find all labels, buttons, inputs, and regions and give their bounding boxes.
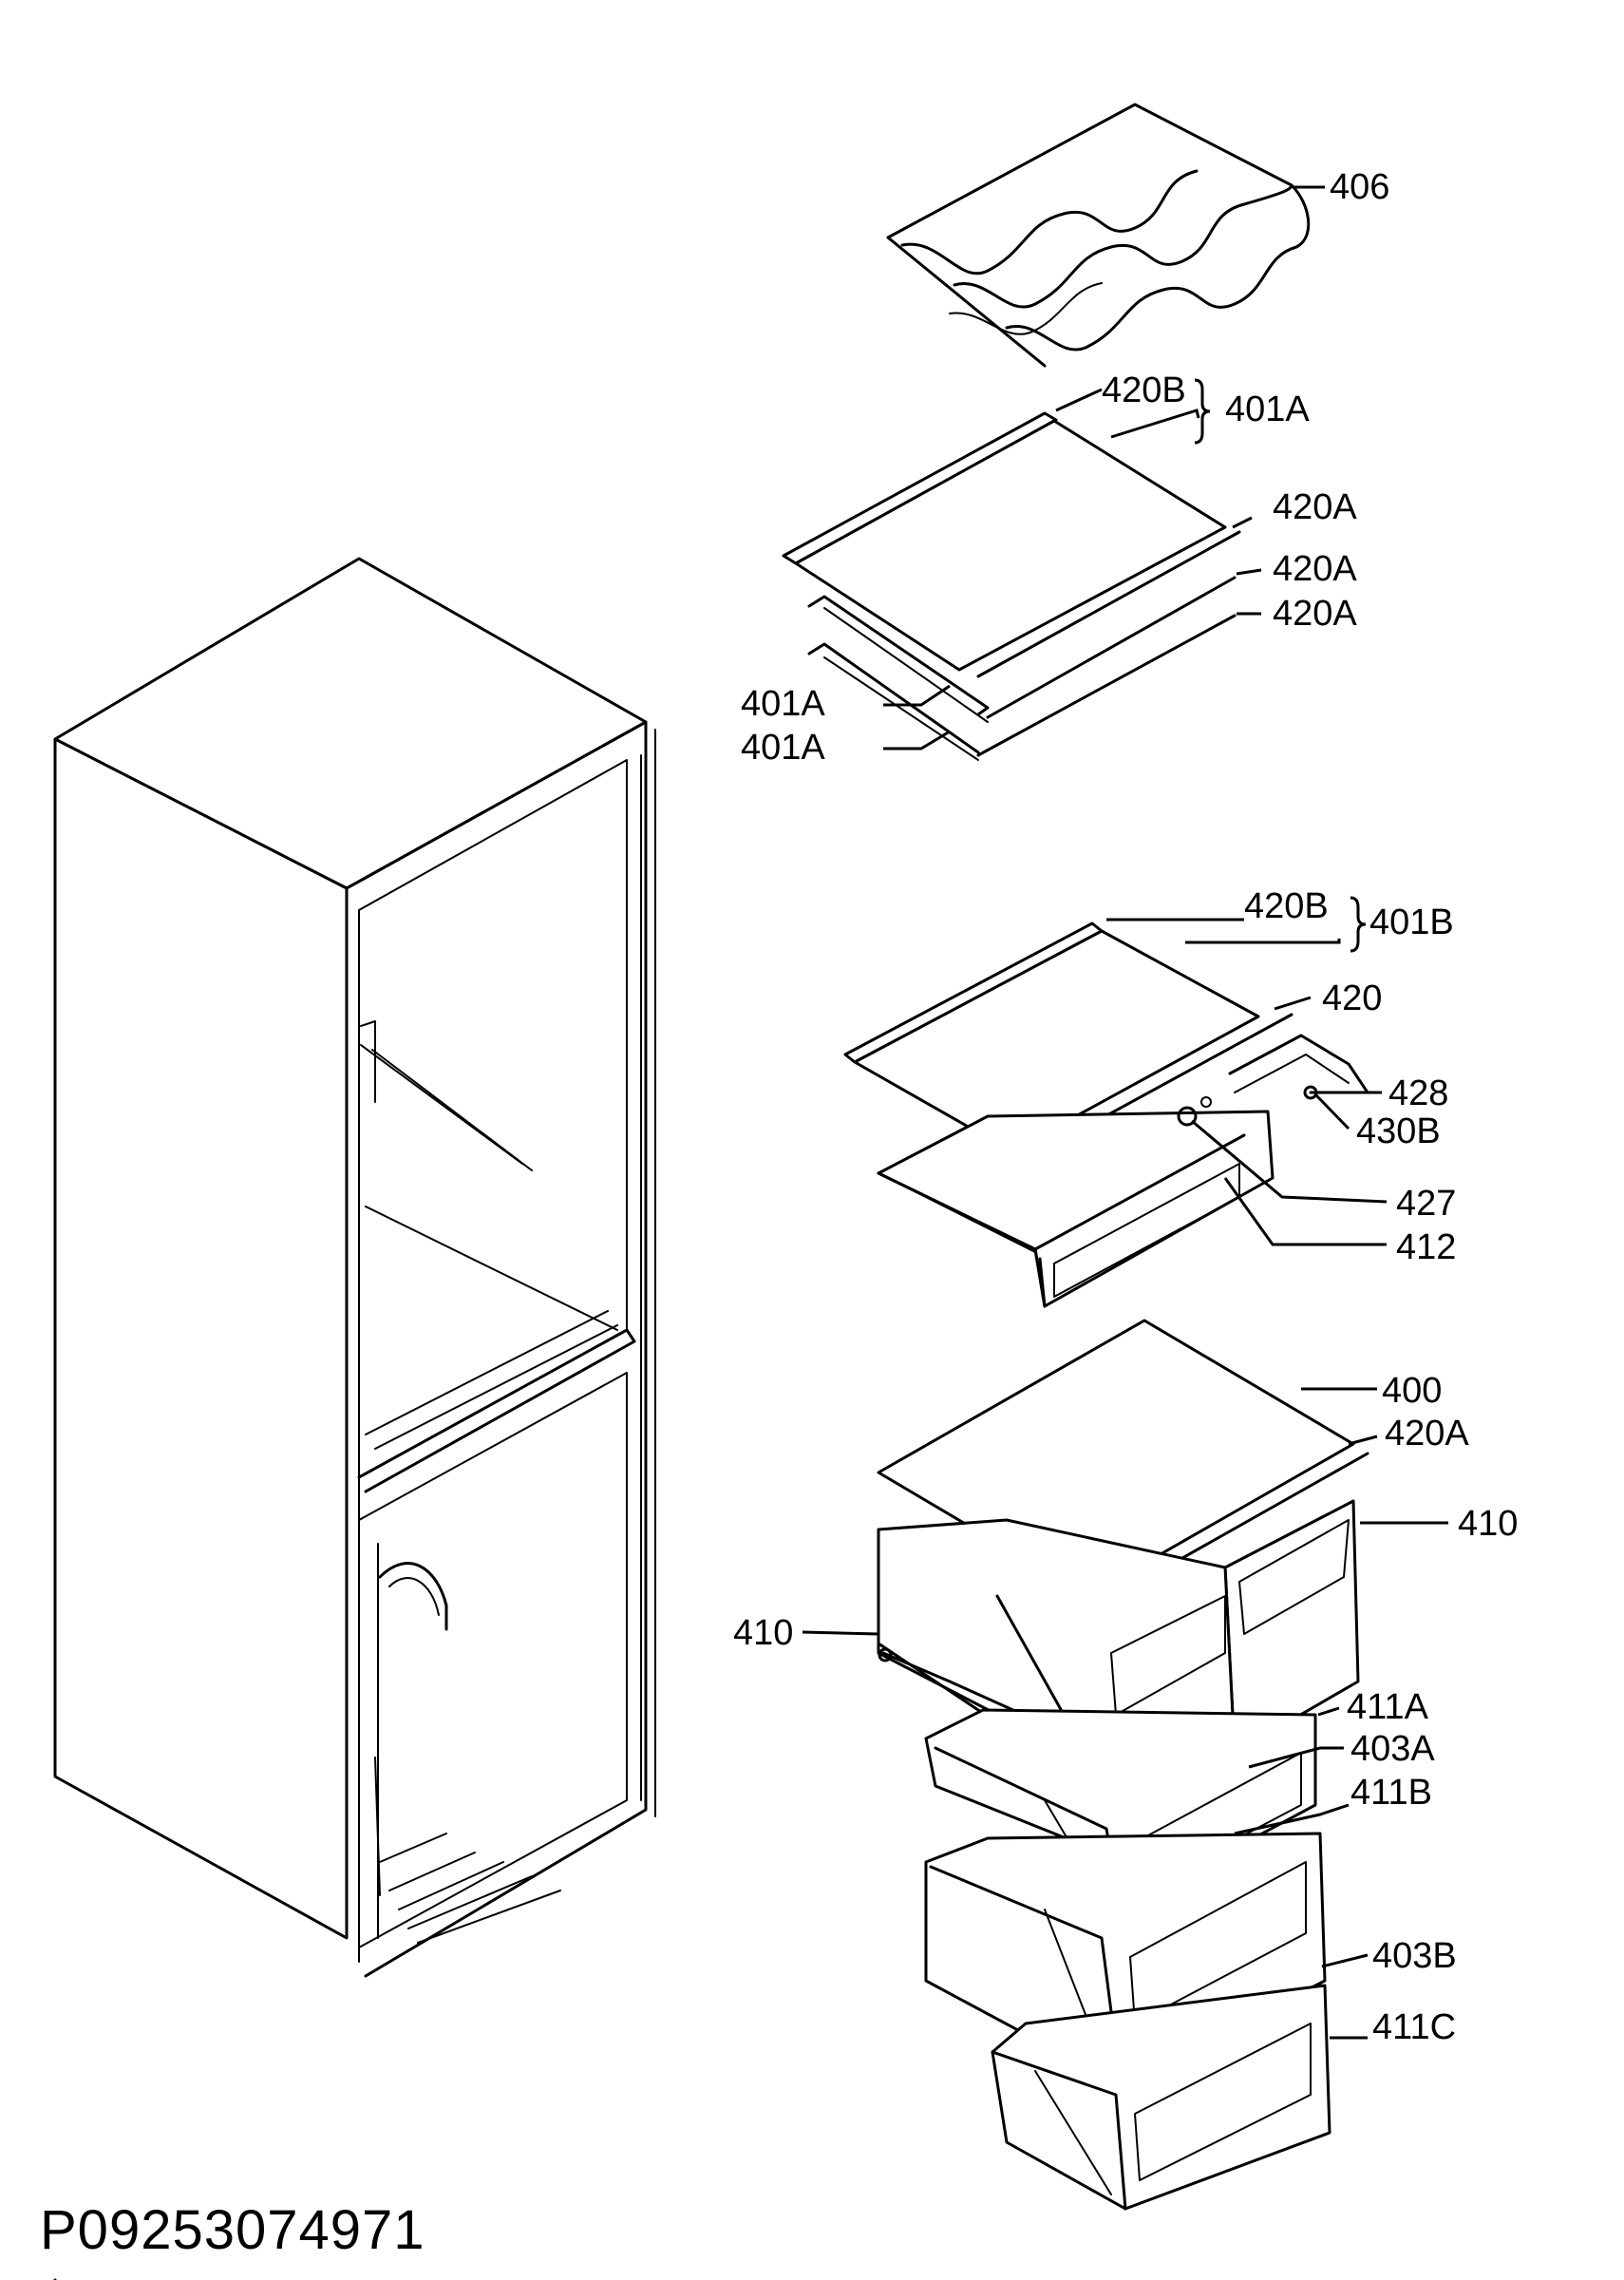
callout-400: 400 [1382, 1371, 1443, 1411]
drawing-code: P09253074971 [40, 2199, 425, 2261]
callout-401a-group: 401A [1225, 390, 1310, 429]
leader-lines [802, 185, 1448, 2040]
callout-420b-mid: 420B [1244, 886, 1329, 926]
callout-401b-group: 401B [1369, 902, 1454, 942]
callout-411a: 411A [1347, 1687, 1428, 1727]
callout-420a-3: 420A [1273, 594, 1357, 634]
callout-410-left: 410 [733, 1613, 794, 1653]
callout-420a-2: 420A [1273, 549, 1357, 589]
upper-shelves [782, 411, 1241, 761]
chiller-assembly [843, 922, 1369, 1308]
fridge-cabinet [53, 557, 656, 2280]
callout-412: 412 [1396, 1227, 1457, 1267]
callout-420a-crisper: 420A [1385, 1414, 1469, 1454]
callout-403b: 403B [1372, 1936, 1457, 1976]
callout-403a: 403A [1350, 1729, 1435, 1769]
callout-411c: 411C [1372, 2007, 1457, 2047]
callout-401a-2: 401A [741, 684, 825, 724]
callout-420b-upper: 420B [1102, 370, 1186, 410]
wine-rack [886, 103, 1311, 368]
callout-401a-3: 401A [741, 728, 825, 768]
freezer-drawer-c [991, 1984, 1331, 2211]
callout-427: 427 [1396, 1184, 1457, 1224]
callout-411b: 411B [1350, 1773, 1432, 1813]
callout-428: 428 [1388, 1074, 1449, 1113]
callout-420a-1: 420A [1273, 487, 1357, 527]
callout-406: 406 [1330, 167, 1390, 207]
callout-410-right: 410 [1458, 1504, 1519, 1544]
callout-430b: 430B [1356, 1112, 1441, 1151]
callout-420: 420 [1322, 978, 1383, 1018]
